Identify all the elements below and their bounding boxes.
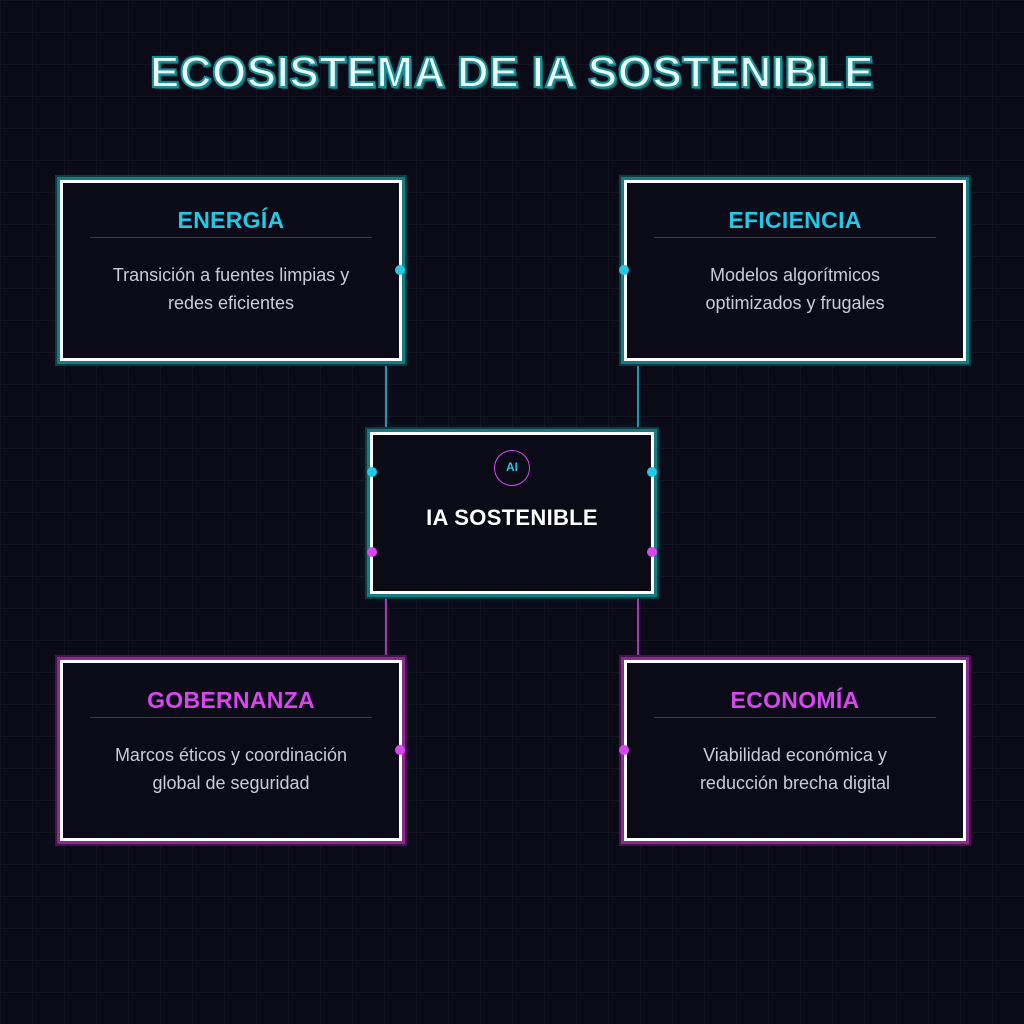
node-energia: ENERGÍA Transición a fuentes limpias y r… [60,180,402,361]
desc-line: global de seguridad [152,773,310,793]
desc-line: Marcos éticos y coordinación [114,745,348,765]
node-description: Viabilidad económica y reducción brecha … [647,741,943,797]
center-title: IA SOSTENIBLE [426,505,598,530]
connector-dot [395,745,405,755]
desc-line: optimizados y frugales [705,293,885,313]
diagram-title: ECOSISTEMA DE IA SOSTENIBLE [149,47,875,98]
desc-line: Transición a fuentes limpias y [112,265,350,285]
node-economia: ECONOMÍA Viabilidad económica y reducció… [624,660,966,841]
desc-line: reducción brecha digital [699,773,891,793]
ai-badge-icon: AI [494,450,530,486]
divider [90,717,372,718]
desc-line: redes eficientes [167,293,295,313]
divider [90,237,372,238]
node-title: ECONOMÍA [730,687,860,713]
node-description: Modelos algorítmicos optimizados y fruga… [647,261,943,317]
node-eficiencia: EFICIENCIA Modelos algorítmicos optimiza… [624,180,966,361]
node-title: EFICIENCIA [728,207,862,233]
node-description: Marcos éticos y coordinación global de s… [83,741,379,797]
desc-line: Viabilidad económica y [703,745,887,765]
node-title: ENERGÍA [177,207,285,233]
desc-line: Modelos algorítmicos [709,265,881,285]
divider [654,237,936,238]
connector-dot [647,547,657,557]
connector-dot [619,745,629,755]
connector-dot [647,467,657,477]
node-description: Transición a fuentes limpias y redes efi… [83,261,379,317]
connector-dot [619,265,629,275]
connector-dot [395,265,405,275]
node-title: GOBERNANZA [147,687,315,713]
center-node: AI IA SOSTENIBLE [370,432,654,594]
connector-dot [367,547,377,557]
connector-dot [367,467,377,477]
node-gobernanza: GOBERNANZA Marcos éticos y coordinación … [60,660,402,841]
divider [654,717,936,718]
